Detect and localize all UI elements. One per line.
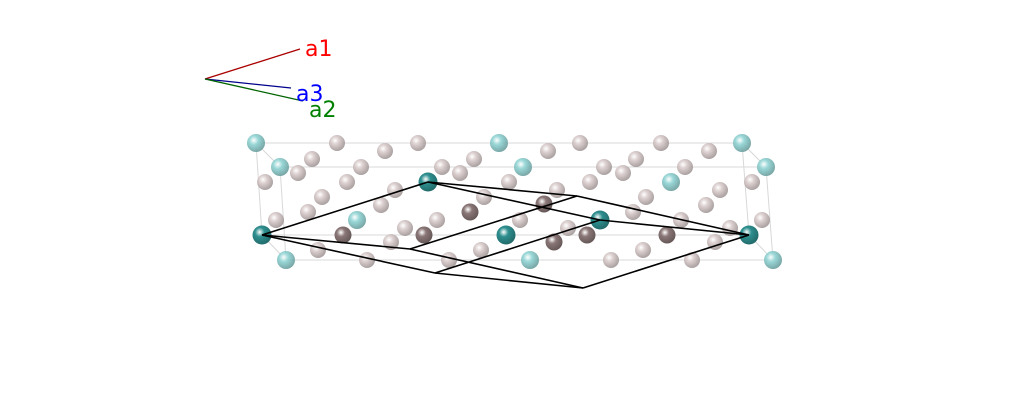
atom-ghost-pink — [300, 204, 316, 220]
axis-a3-line — [204, 78, 292, 89]
atom-ghost-teal — [764, 251, 782, 269]
axis-a1-label: a1 — [305, 37, 332, 62]
atom-ghost-pink — [653, 135, 669, 151]
atom-ghost-pink — [754, 212, 770, 228]
atom-ghost-pink — [615, 165, 631, 181]
axis-triad: a1 a3 a2 — [204, 37, 336, 123]
atom-ghost-pink — [744, 174, 760, 190]
atom-ghost-teal — [247, 134, 265, 152]
cell-edge — [427, 181, 578, 197]
atom-ghost-pink — [712, 182, 728, 198]
atom-ghost-pink — [441, 252, 457, 268]
atom-ghost-pink — [290, 165, 306, 181]
box-edge — [765, 166, 774, 261]
box-edge — [279, 166, 287, 261]
atom-ghost-teal — [490, 134, 508, 152]
atom-ghost-pink — [268, 212, 284, 228]
atom-ghost-pink — [314, 189, 330, 205]
atom-ghost-pink — [397, 220, 413, 236]
atom-brown — [334, 226, 352, 244]
atom-ghost-pink — [339, 174, 355, 190]
atom-ghost-teal — [348, 211, 366, 229]
atom-brown — [545, 233, 563, 251]
cell-edge — [409, 195, 578, 250]
atom-ghost-pink — [540, 143, 556, 159]
cell-edge — [434, 219, 601, 274]
cell-edge — [261, 181, 429, 236]
atom-ghost-teal — [521, 251, 539, 269]
atom-ghost-pink — [635, 242, 651, 258]
atom-ghost-pink — [353, 159, 369, 175]
cell-edge — [434, 272, 584, 289]
atom-ghost-pink — [596, 159, 612, 175]
cell-edge — [261, 234, 411, 250]
atom-ghost-pink — [473, 242, 489, 258]
atom-brown — [415, 226, 433, 244]
axis-a2-line — [204, 78, 304, 102]
atom-ghost-pink — [452, 165, 468, 181]
atom-ghost-pink — [684, 252, 700, 268]
atom-ghost-pink — [476, 189, 492, 205]
atom-ghost-teal — [733, 134, 751, 152]
atom-ghost-pink — [377, 143, 393, 159]
atom-ghost-pink — [625, 204, 641, 220]
cell-edge — [582, 234, 750, 289]
atom-ghost-pink — [304, 151, 320, 167]
atom-ghost-teal — [271, 158, 289, 176]
atom-ghost-teal — [514, 158, 532, 176]
atom-ghost-pink — [329, 135, 345, 151]
atom-ghost-pink — [383, 234, 399, 250]
atom-ghost-pink — [549, 182, 565, 198]
axis-a2-label: a2 — [309, 98, 336, 123]
atom-ghost-pink — [677, 159, 693, 175]
cell-edge — [427, 181, 601, 221]
axis-a3-label: a3 — [296, 82, 323, 107]
axis-a1-line — [204, 48, 301, 80]
atom-brown — [658, 226, 676, 244]
atom-ghost-pink — [429, 212, 445, 228]
box-edge — [741, 142, 750, 236]
atom-ghost-pink — [434, 159, 450, 175]
atom-brown — [578, 226, 596, 244]
atom-ghost-teal — [662, 173, 680, 191]
cell-edge — [261, 234, 436, 274]
unit-cell-outline — [261, 181, 750, 289]
atom-ghost-pink — [701, 143, 717, 159]
atom-ghost-pink — [359, 252, 375, 268]
atom-brown — [461, 203, 479, 221]
atom-ghost-pink — [582, 174, 598, 190]
cell-edge — [576, 195, 750, 236]
cell-edge — [599, 219, 750, 236]
atom-ghost-pink — [373, 197, 389, 213]
atom-ghost-teal — [277, 251, 295, 269]
atom-ghost-pink — [572, 135, 588, 151]
atom-ghost-pink — [638, 189, 654, 205]
atom-ghost-pink — [698, 197, 714, 213]
atoms — [247, 134, 782, 269]
atom-ghost-pink — [628, 151, 644, 167]
box-edge — [255, 142, 263, 236]
cell-edge — [409, 248, 584, 289]
atom-ghost-pink — [501, 174, 517, 190]
atom-ghost-pink — [257, 174, 273, 190]
atom-ghost-pink — [707, 234, 723, 250]
atom-teal — [496, 225, 516, 245]
atom-ghost-teal — [757, 158, 775, 176]
atom-ghost-pink — [310, 242, 326, 258]
atom-ghost-pink — [410, 135, 426, 151]
atom-ghost-pink — [466, 151, 482, 167]
atom-ghost-pink — [603, 252, 619, 268]
